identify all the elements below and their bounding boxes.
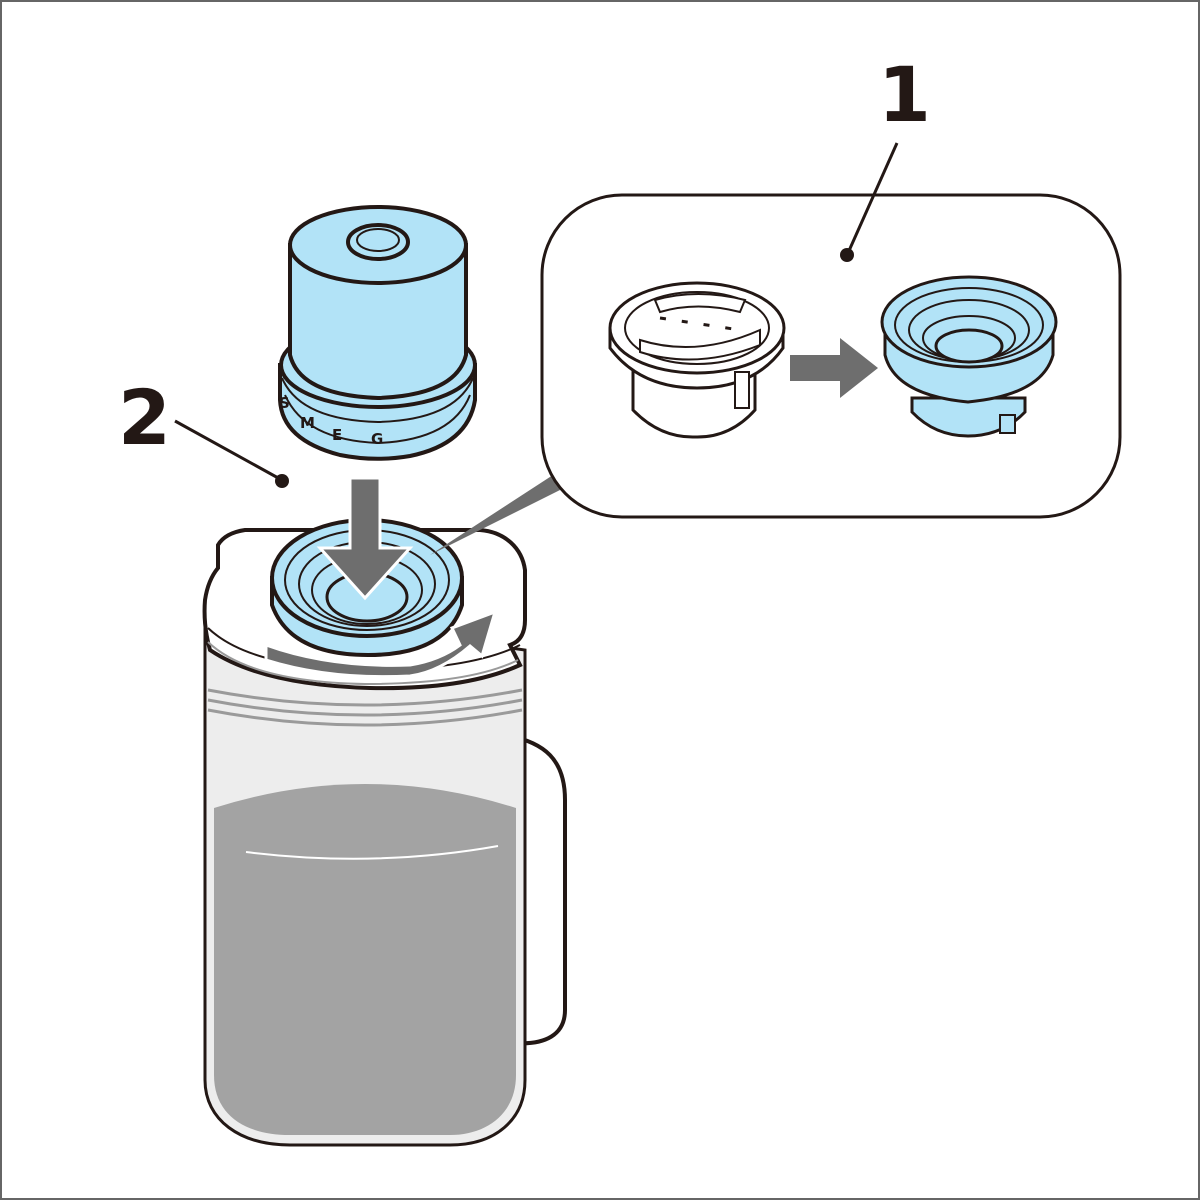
callout-1-dot bbox=[840, 248, 854, 262]
motor-unit-icon: S M E G bbox=[278, 205, 477, 461]
callout-2-dot bbox=[275, 474, 289, 488]
callout-2-label: 2 bbox=[118, 373, 171, 462]
callout-1-label: 1 bbox=[878, 50, 931, 139]
right-arrow-icon bbox=[790, 338, 878, 398]
brand-letter-s: S bbox=[279, 394, 290, 412]
rotate-arrow-icon bbox=[264, 609, 498, 679]
pitcher-liquid bbox=[214, 784, 516, 1135]
callout-2-leader bbox=[174, 419, 281, 481]
brand-letter-e: E bbox=[332, 426, 342, 444]
brand-letter-m: M bbox=[300, 414, 315, 432]
down-arrow-icon bbox=[316, 476, 414, 601]
blue-seal-detail-icon bbox=[880, 275, 1058, 438]
detail-pointer bbox=[430, 475, 560, 555]
callout-1-leader bbox=[846, 142, 899, 254]
filter-cap-icon bbox=[608, 281, 786, 439]
brand-letter-g: G bbox=[371, 430, 383, 448]
